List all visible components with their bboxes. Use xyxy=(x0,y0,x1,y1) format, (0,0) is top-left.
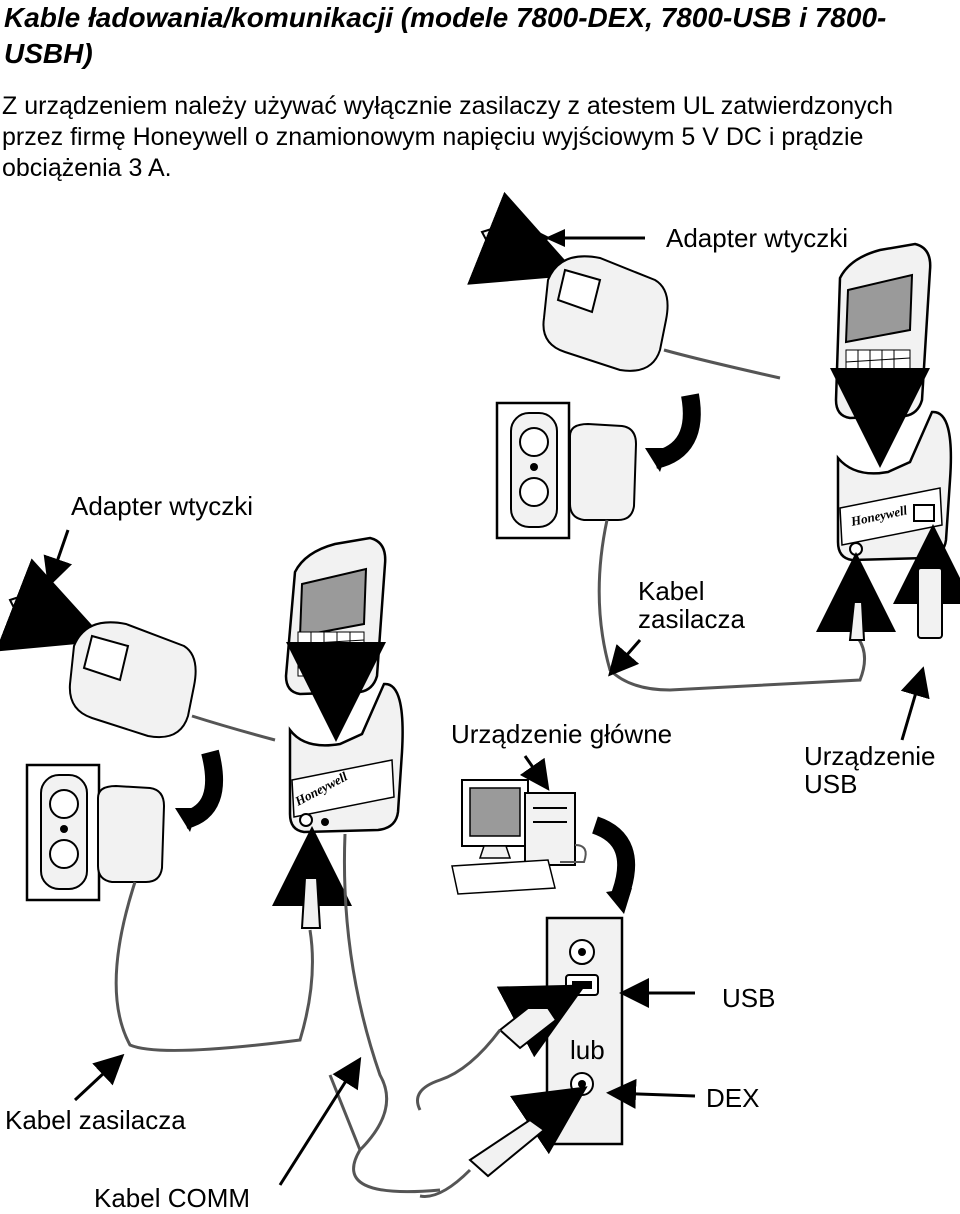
page-title: Kable ładowania/komunikacji (modele 7800… xyxy=(4,2,887,69)
power-adapter-plugged-left xyxy=(97,784,314,1052)
label-dex: DEX xyxy=(706,1083,760,1113)
dc-plug-left xyxy=(300,877,322,929)
label-or: lub xyxy=(570,1035,605,1065)
charging-cradle-right: Honeywell xyxy=(836,410,953,562)
label-usb-device-1: Urządzenie xyxy=(804,741,936,771)
label-usb: USB xyxy=(722,983,776,1013)
label-usb-device-2: USB xyxy=(804,769,858,799)
dc-plug-right xyxy=(848,601,866,641)
callout-arrow-power-cable-right xyxy=(608,639,642,677)
wall-outlet-right xyxy=(495,401,571,540)
label-power-cable-right-1: Kabel xyxy=(638,576,705,606)
label-power-cable-left: Kabel zasilacza xyxy=(5,1105,186,1135)
host-port-panel xyxy=(545,916,624,1146)
rotate-arrow-host xyxy=(591,816,636,899)
usb-cable-plug xyxy=(416,1007,558,1111)
label-adapter-top: Adapter wtyczki xyxy=(666,223,849,253)
host-computer xyxy=(451,779,587,895)
power-supply-left xyxy=(68,621,276,742)
power-supply-top xyxy=(542,255,781,380)
label-comm-cable: Kabel COMM xyxy=(94,1183,251,1213)
callout-arrow-comm-cable xyxy=(278,1056,362,1186)
mobile-device-right xyxy=(834,242,932,420)
usb-flash-drive xyxy=(917,567,943,639)
insert-arrow-top xyxy=(467,191,579,285)
mobile-device-left xyxy=(284,536,387,696)
charging-cradle-left: Honeywell xyxy=(288,682,404,834)
dex-insert-arrow xyxy=(509,1086,588,1155)
callout-arrow-host xyxy=(519,755,550,791)
callout-arrow-dex-port xyxy=(606,1078,696,1109)
callout-arrow-usb-device xyxy=(900,666,930,741)
wall-outlet-left xyxy=(25,763,101,902)
label-adapter-left: Adapter wtyczki xyxy=(71,491,254,521)
label-host-device: Urządzenie główne xyxy=(451,719,673,749)
callout-arrow-adapter-left xyxy=(43,529,73,588)
power-adapter-plugged-right xyxy=(569,422,866,692)
callout-arrow-power-cable-left xyxy=(73,1053,125,1102)
comm-cable-line xyxy=(342,833,441,1194)
label-power-cable-right-2: zasilacza xyxy=(638,604,745,634)
intro-paragraph: Z urządzeniem należy używać wyłącznie za… xyxy=(2,92,894,182)
dex-cable-plug xyxy=(419,1108,558,1198)
